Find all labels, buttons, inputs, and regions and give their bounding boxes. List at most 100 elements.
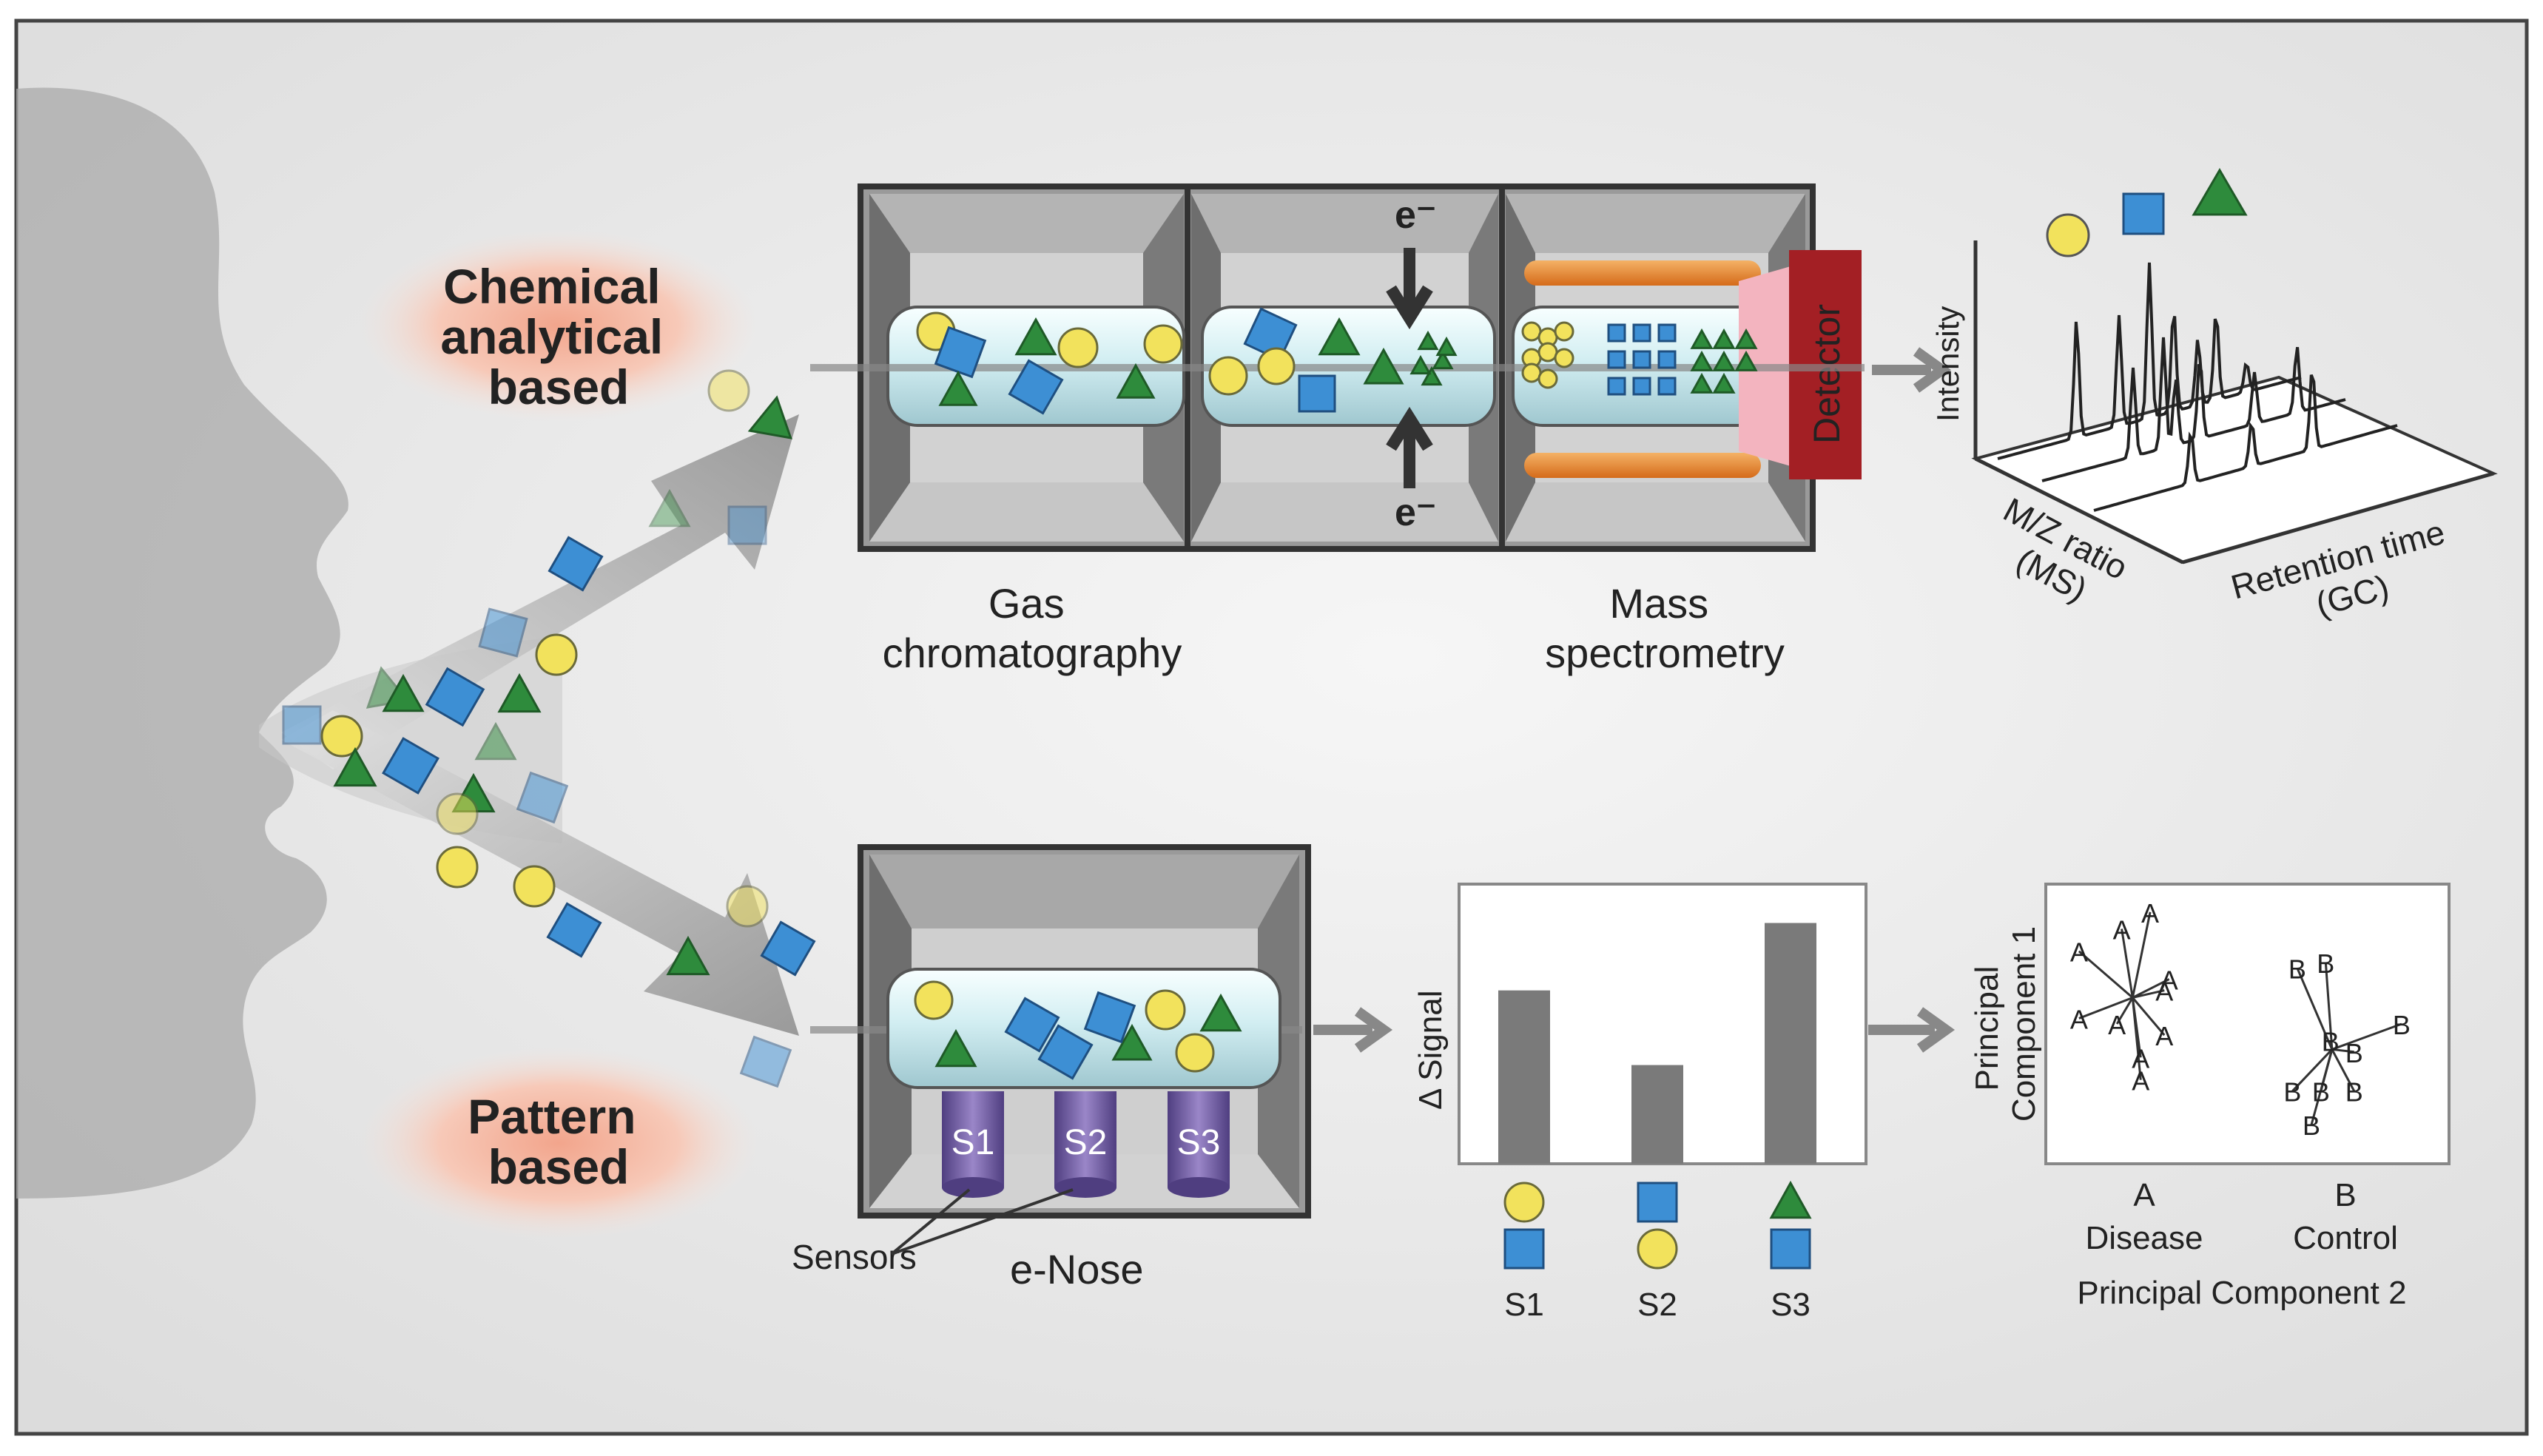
molecule-triangle: [1111, 1023, 1153, 1061]
molecule-circle: [436, 792, 479, 835]
molecule-circle: [1521, 321, 1542, 342]
molecule-triangle: [1734, 328, 1758, 349]
pca-spoke: [2331, 1048, 2356, 1092]
molecule-circle: [436, 846, 479, 889]
molecule-circle: [1537, 368, 1558, 389]
molecule-cloud: [282, 369, 816, 1088]
gcms-instrument: Detector e⁻ e⁻: [810, 183, 1865, 552]
molecule-square: [760, 920, 816, 977]
molecule-circle: [1537, 342, 1558, 363]
molecule-square: [1657, 377, 1677, 396]
molecule-square: [1503, 1228, 1545, 1270]
molecule-circle: [320, 715, 363, 758]
electron-arrow-up: [1386, 406, 1433, 488]
spectrum-trace: [1997, 262, 2302, 460]
molecule-circle: [1503, 1182, 1545, 1223]
molecule-square: [546, 902, 602, 958]
gcms-molecules: [916, 307, 1758, 415]
enose-molecules: [914, 980, 1242, 1080]
bar-category-label: S1: [1504, 1287, 1544, 1323]
pca-point-A: A: [2070, 1004, 2088, 1034]
head-silhouette: [16, 87, 348, 1199]
pc1-line2: Component 1: [2006, 926, 2042, 1122]
molecule-square: [478, 607, 528, 658]
pca-spoke: [2132, 978, 2170, 999]
enose-label: e-Nose: [1010, 1246, 1144, 1292]
group-b-label: Control: [2293, 1220, 2398, 1256]
bars: [1498, 923, 1816, 1164]
sensor-base: [942, 1177, 1004, 1198]
molecule-circle: [1143, 324, 1183, 364]
sensor-label-S2: S2: [1064, 1123, 1108, 1162]
pca-xlabel: Principal Component 2: [2077, 1275, 2406, 1311]
molecule-triangle: [666, 935, 710, 976]
sensor-base: [1168, 1177, 1230, 1198]
chemical-halo: [359, 229, 758, 422]
bar-S3: [1765, 923, 1816, 1164]
molecule-triangle: [1421, 365, 1443, 386]
pca-panel: [2044, 883, 2451, 1165]
bar-S1: [1498, 990, 1550, 1164]
molecule-triangle: [333, 746, 377, 787]
pca-spoke: [2331, 1048, 2354, 1054]
molecule-triangle: [1199, 993, 1242, 1032]
molecule-circle: [1637, 1228, 1678, 1270]
pca-spoke: [2329, 1040, 2334, 1050]
pattern-method-label: Pattern based: [468, 1089, 650, 1194]
molecule-square: [382, 737, 439, 795]
molecule-square: [1008, 359, 1064, 415]
pca-point-A: A: [2160, 965, 2178, 996]
sensors-label: Sensors: [792, 1238, 917, 1276]
intensity-label: Intensity: [1930, 306, 1965, 422]
molecule-square: [1607, 377, 1626, 396]
molecule-triangle: [1014, 317, 1057, 356]
molecule-square: [516, 771, 569, 824]
sensor-label-S3: S3: [1177, 1123, 1221, 1162]
sensor-S2: [1054, 1091, 1116, 1187]
molecule-square: [1657, 323, 1677, 343]
molecule-circle: [1257, 347, 1296, 385]
pca-spoke: [2310, 1049, 2334, 1125]
molecule-triangle: [1769, 1180, 1812, 1219]
pca-point-B: B: [2393, 1010, 2411, 1040]
pca-point-A: A: [2155, 977, 2173, 1007]
molecule-circle: [513, 865, 556, 908]
pca-point-B: B: [2283, 1077, 2301, 1108]
molecule-triangle: [1409, 354, 1432, 375]
pca-spoke: [2296, 967, 2334, 1051]
sensor-S3: [1168, 1091, 1230, 1187]
molecule-square: [1607, 323, 1626, 343]
heater-bottom: [1524, 453, 1761, 478]
pattern-halo: [359, 1047, 758, 1239]
bar-chart-ylabel: Δ Signal: [1412, 991, 1449, 1110]
pca-spoke: [2115, 997, 2134, 1025]
gc-line1: Gas: [988, 580, 1065, 627]
molecule-triangle: [497, 673, 542, 713]
molecule-square: [1037, 1024, 1094, 1080]
molecule-square: [727, 505, 767, 545]
sensor-label-S1: S1: [951, 1123, 995, 1162]
pca-point-A: A: [2141, 898, 2159, 928]
molecule-square: [1637, 1182, 1678, 1223]
pca-point-A: A: [2113, 914, 2131, 945]
bar-category-label: S2: [1637, 1287, 1677, 1323]
molecule-triangle: [934, 1028, 977, 1068]
ms-line1: Mass: [1609, 580, 1708, 627]
pca-point-B: B: [2312, 1077, 2330, 1108]
molecule-circle: [707, 369, 750, 412]
molecule-triangle: [938, 370, 978, 406]
molecule-triangle: [1734, 350, 1758, 371]
molecule-triangle: [1690, 350, 1714, 371]
pca-point-B: B: [2317, 948, 2334, 979]
molecule-square: [1632, 323, 1651, 343]
gc-line2: chromatography: [883, 630, 1182, 676]
molecule-triangle: [1116, 363, 1156, 399]
molecule-square: [548, 536, 604, 592]
legend-square: [2122, 192, 2165, 235]
pca-point-A: A: [2070, 937, 2088, 968]
molecule-circle: [1145, 989, 1186, 1031]
detector-label: Detector: [1806, 304, 1848, 444]
molecule-triangle: [1363, 347, 1404, 385]
